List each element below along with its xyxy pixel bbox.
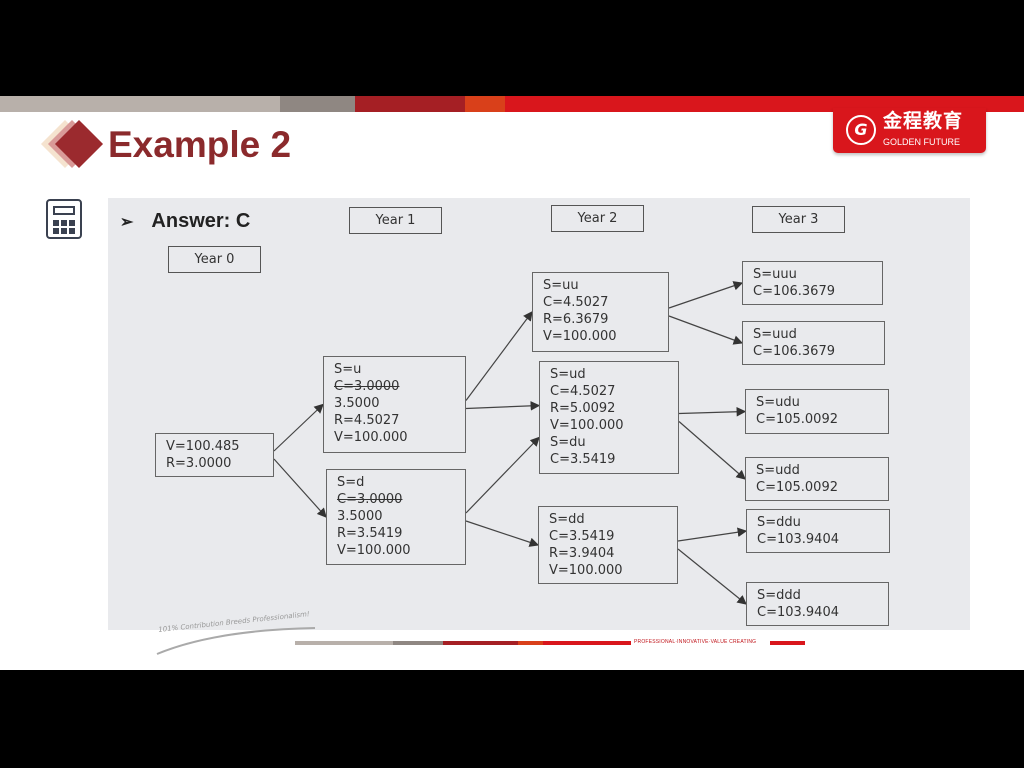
year-0-label: Year 0 xyxy=(168,246,261,273)
node-value: R=4.5027 xyxy=(334,413,400,428)
edge-uu-uuu xyxy=(668,281,744,309)
top-color-bar xyxy=(0,96,1024,112)
node-value: S=udu xyxy=(756,395,800,410)
node-value: C=106.3679 xyxy=(753,344,835,359)
logo-seal-icon: G xyxy=(846,115,876,145)
node-value: S=u xyxy=(334,362,362,377)
calculator-icon xyxy=(46,199,82,239)
golden-future-logo: G 金程教育 GOLDEN FUTURE xyxy=(833,108,986,153)
node-value: R=3.5419 xyxy=(337,526,403,541)
logo-english-text: GOLDEN FUTURE xyxy=(883,137,961,147)
node-value: R=3.0000 xyxy=(166,456,232,471)
page-title: Example 2 xyxy=(108,124,292,165)
footer-color-bar-end xyxy=(770,641,805,645)
node-value: S=ud xyxy=(550,367,586,382)
node-value: S=ddd xyxy=(757,588,801,603)
year-1-label: Year 1 xyxy=(349,207,442,234)
edge-d-ud xyxy=(465,436,540,514)
edge-ud-udd xyxy=(678,421,746,480)
node-value: S=uuu xyxy=(753,267,797,282)
node-value: V=100.000 xyxy=(543,329,617,344)
node-value: S=udd xyxy=(756,463,800,478)
node-value: S=uud xyxy=(753,327,797,342)
node-value: 3.5000 xyxy=(334,396,380,411)
node-value: V=100.000 xyxy=(549,563,623,578)
node-value: C=103.9404 xyxy=(757,605,839,620)
footer-motto: PROFESSIONAL·INNOVATIVE·VALUE CREATING xyxy=(634,639,757,645)
tree-edges xyxy=(273,281,748,605)
edge-d-dd xyxy=(465,520,540,547)
node-value: 3.5000 xyxy=(337,509,383,524)
node-value: C=3.5419 xyxy=(550,452,616,467)
node-value: S=ddu xyxy=(757,515,801,530)
slide: G 金程教育 GOLDEN FUTURE Example 2 ➢ Answer: … xyxy=(0,96,1024,670)
struck-value: C=3.0000 xyxy=(337,492,403,507)
bullet-arrow-icon: ➢ xyxy=(120,214,134,231)
node-value: S=du xyxy=(550,435,586,450)
edge-ud-udu xyxy=(678,406,747,417)
node-value: C=4.5027 xyxy=(543,295,609,310)
node-value: V=100.485 xyxy=(166,439,240,454)
struck-value: C=3.0000 xyxy=(334,379,400,394)
answer-line: ➢ Answer: C xyxy=(120,209,250,235)
node-value: R=3.9404 xyxy=(549,546,615,561)
node-value: C=4.5027 xyxy=(550,384,616,399)
node-value: S=uu xyxy=(543,278,579,293)
node-value: C=3.5419 xyxy=(549,529,615,544)
node-value: V=100.000 xyxy=(337,543,411,558)
year-2-label: Year 2 xyxy=(551,205,644,232)
node-value: C=103.9404 xyxy=(757,532,839,547)
node-value: R=5.0092 xyxy=(550,401,616,416)
logo-chinese-text: 金程教育 xyxy=(883,110,964,132)
answer-text: Answer: C xyxy=(151,210,251,232)
node-value: S=d xyxy=(337,475,365,490)
footer-swoosh xyxy=(156,627,316,655)
node-value: C=105.0092 xyxy=(756,480,838,495)
edge-root-d xyxy=(273,458,327,518)
edge-dd-ddd xyxy=(677,548,747,605)
node-value: C=105.0092 xyxy=(756,412,838,427)
footer-color-bar xyxy=(295,641,631,645)
edge-u-uu xyxy=(465,311,533,401)
node-value: R=6.3679 xyxy=(543,312,609,327)
node-value: V=100.000 xyxy=(550,418,624,433)
edge-uu-uud xyxy=(668,315,744,345)
node-value: V=100.000 xyxy=(334,430,408,445)
year-3-label: Year 3 xyxy=(752,206,845,233)
edge-dd-ddu xyxy=(677,527,748,542)
edge-root-u xyxy=(273,403,324,452)
node-value: S=dd xyxy=(549,512,585,527)
edge-u-ud xyxy=(465,401,541,411)
node-value: C=106.3679 xyxy=(753,284,835,299)
